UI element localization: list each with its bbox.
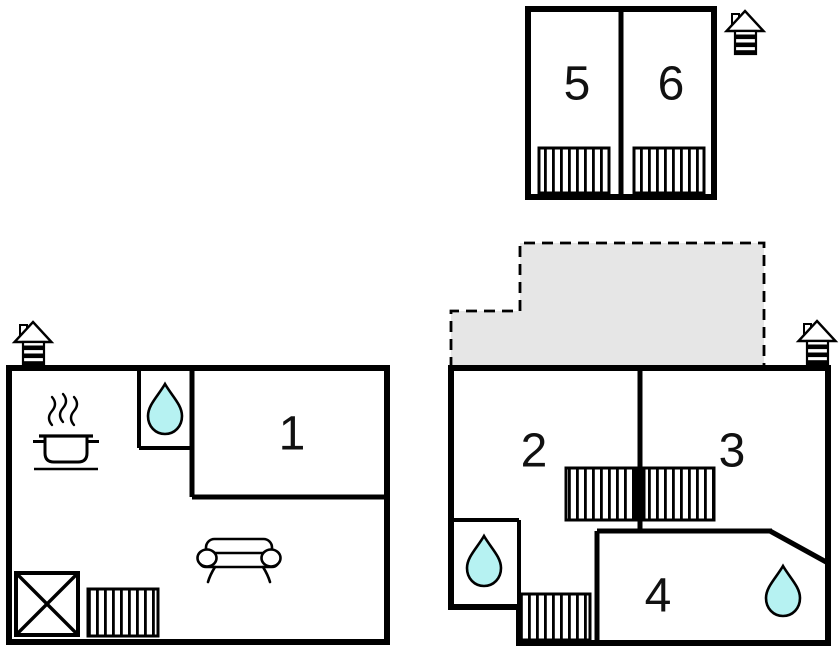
house-icon [13, 320, 53, 367]
bed-icon [564, 466, 638, 522]
bed-icon [642, 466, 716, 522]
sofa-leg-left [206, 565, 217, 584]
bed-icon [519, 592, 592, 642]
building-left: 1 [6, 365, 390, 645]
building-upper: 5 6 [525, 6, 717, 200]
sofa-icon [196, 537, 282, 584]
room-1-label: 1 [279, 408, 306, 461]
bed-icon [537, 146, 611, 195]
sofa-leg-right [261, 565, 272, 584]
steam-line [58, 392, 68, 424]
sofa-arm-left [196, 548, 218, 568]
terrace-dashed-area [449, 241, 766, 370]
wall-room4-diagonal [768, 528, 830, 566]
stove-icon [33, 392, 99, 471]
house-icon [725, 9, 765, 56]
sofa-arm-right [260, 548, 282, 568]
steam-line [47, 395, 57, 427]
room-4-label: 4 [645, 570, 672, 623]
bed-icon [86, 587, 160, 638]
room-3-label: 3 [719, 425, 746, 478]
house-icon [797, 319, 837, 366]
room-2-label: 2 [521, 425, 548, 478]
room-5-label: 5 [564, 58, 591, 111]
crossed-square-icon [14, 571, 80, 637]
room-6-label: 6 [658, 58, 685, 111]
steam-line [69, 395, 79, 427]
crossed-square-diag2 [14, 571, 80, 637]
building-right: 2 3 4 [448, 365, 831, 646]
bed-icon [632, 146, 706, 195]
pot-body [43, 434, 89, 464]
